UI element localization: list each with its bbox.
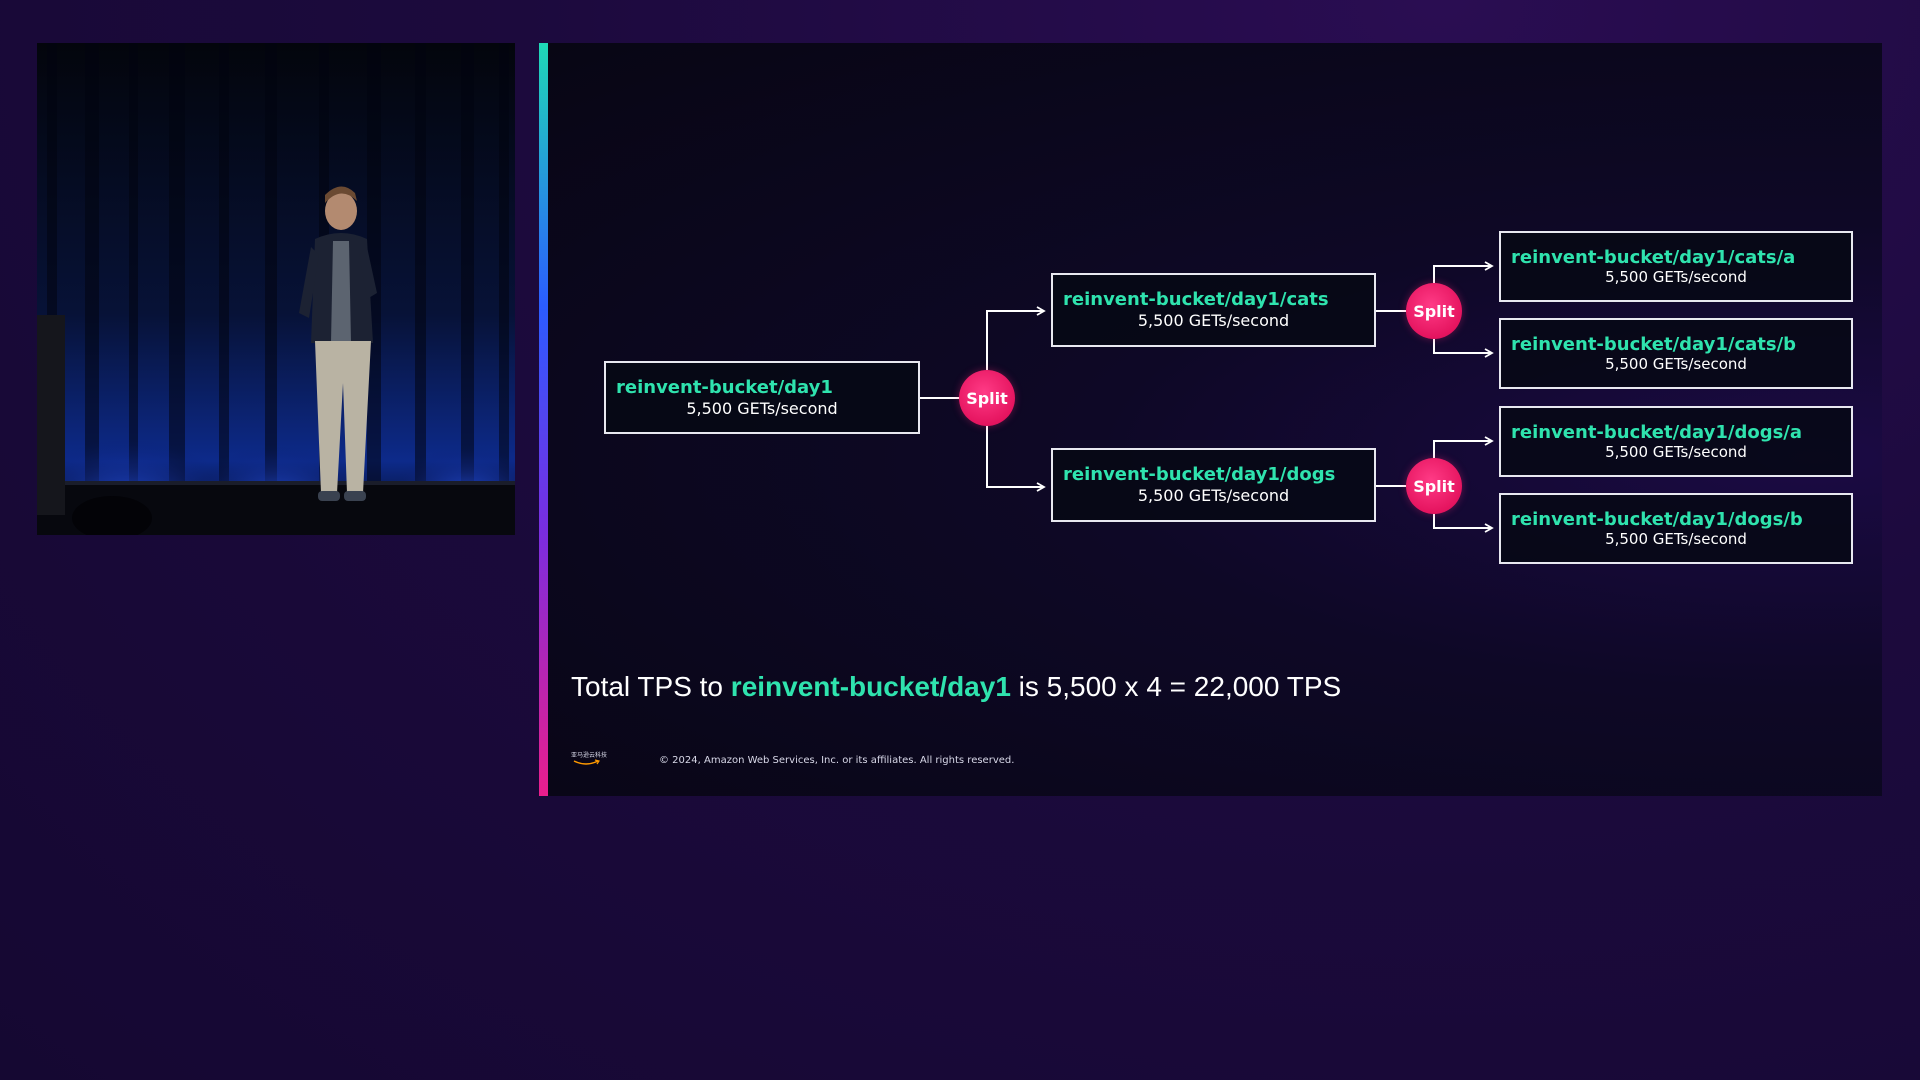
node-cats-a: reinvent-bucket/day1/cats/a 5,500 GETs/s…: [1499, 231, 1853, 302]
summary-prefix: Total TPS to: [571, 671, 731, 702]
aws-logo: 亚马逊云科技: [571, 750, 615, 768]
split-circle-cats: Split: [1406, 283, 1462, 339]
node-rate: 5,500 GETs/second: [1137, 486, 1290, 505]
node-cats: reinvent-bucket/day1/cats 5,500 GETs/sec…: [1051, 273, 1376, 347]
node-rate: 5,500 GETs/second: [686, 398, 838, 418]
connector-split-cats: [986, 306, 1046, 370]
node-path: reinvent-bucket/day1/dogs: [1063, 464, 1336, 485]
split-circle-root: Split: [959, 370, 1015, 426]
connector-split-cats-a: [1433, 261, 1494, 283]
connector-split-dogs: [986, 426, 1046, 492]
node-rate: 5,500 GETs/second: [1605, 354, 1747, 373]
node-rate: 5,500 GETs/second: [1605, 442, 1747, 461]
node-path: reinvent-bucket/day1/cats/b: [1511, 333, 1797, 355]
node-cats-b: reinvent-bucket/day1/cats/b 5,500 GETs/s…: [1499, 318, 1853, 389]
node-dogs-b: reinvent-bucket/day1/dogs/b 5,500 GETs/s…: [1499, 493, 1853, 564]
summary-highlight: reinvent-bucket/day1: [730, 671, 1011, 702]
summary-text: Total TPS to reinvent-bucket/day1 is 5,5…: [571, 671, 1341, 703]
node-path: reinvent-bucket/day1/cats/a: [1511, 246, 1796, 268]
slide-accent-bar: [539, 43, 548, 796]
node-path: reinvent-bucket/day1: [616, 376, 833, 398]
summary-suffix: is 5,500 x 4 = 22,000 TPS: [1010, 671, 1342, 702]
slide: reinvent-bucket/day1 5,500 GETs/second r…: [539, 43, 1882, 796]
copyright-text: © 2024, Amazon Web Services, Inc. or its…: [659, 755, 1015, 766]
connector-split-dogs-a: [1433, 436, 1494, 458]
logo-text: 亚马逊云科技: [571, 752, 608, 759]
node-path: reinvent-bucket/day1/cats: [1063, 289, 1329, 310]
node-path: reinvent-bucket/day1/dogs/a: [1511, 421, 1803, 443]
speaker-video: [37, 43, 515, 535]
connector-split-dogs-b: [1433, 514, 1494, 533]
speaker-figure: [299, 186, 377, 501]
split-circle-dogs: Split: [1406, 458, 1462, 514]
node-path: reinvent-bucket/day1/dogs/b: [1511, 508, 1803, 530]
node-dogs-a: reinvent-bucket/day1/dogs/a 5,500 GETs/s…: [1499, 406, 1853, 477]
node-rate: 5,500 GETs/second: [1137, 311, 1290, 330]
node-rate: 5,500 GETs/second: [1605, 267, 1747, 286]
node-rate: 5,500 GETs/second: [1605, 529, 1747, 548]
connector-split-cats-b: [1433, 339, 1494, 358]
node-root: reinvent-bucket/day1 5,500 GETs/second: [604, 361, 920, 434]
node-dogs: reinvent-bucket/day1/dogs 5,500 GETs/sec…: [1051, 448, 1376, 522]
speaker-video-scene: [37, 43, 515, 535]
smile-arrow-icon: [573, 759, 600, 765]
